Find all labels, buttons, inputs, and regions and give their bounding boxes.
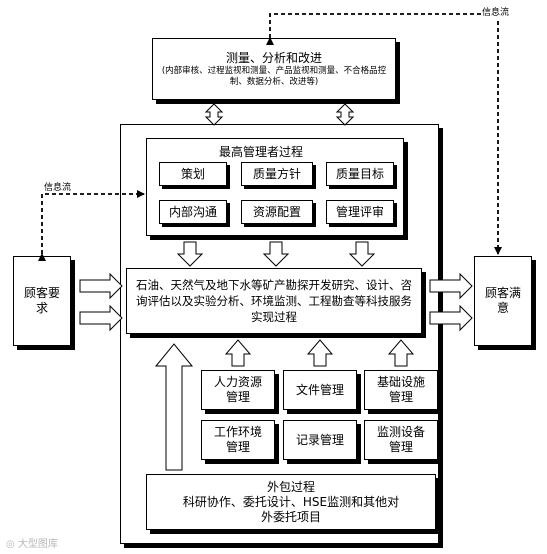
mgmt-item-quality-policy: 质量方针 bbox=[241, 162, 313, 186]
req-to-realization-arrow-1 bbox=[79, 272, 123, 300]
watermark-text: 大型图库 bbox=[17, 539, 58, 550]
mgmt-item-internal-communication: 内部沟通 bbox=[159, 200, 227, 224]
resource-records-label: 记录管理 bbox=[295, 432, 344, 447]
watermark: ◎ 大型图库 bbox=[6, 535, 58, 550]
measurement-box: 测量、分析和改进 (内部审核、过程监视和测量、产品监视和测量、不合格品控制、数据… bbox=[152, 38, 396, 100]
resource-hr-label: 人力资源管理 bbox=[213, 375, 262, 404]
resource-documents: 文件管理 bbox=[283, 370, 357, 410]
mgmt-item-management-review: 管理评审 bbox=[326, 200, 394, 224]
customer-requirement-box: 顾客要求 bbox=[13, 256, 71, 346]
outsourcing-detail: 科研协作、委托设计、HSE监测和其他对外委托项目 bbox=[182, 494, 400, 524]
resource-infrastructure: 基础设施管理 bbox=[364, 370, 438, 410]
outsourcing-box: 外包过程 科研协作、委托设计、HSE监测和其他对外委托项目 bbox=[146, 474, 436, 530]
resource-hr: 人力资源管理 bbox=[201, 370, 275, 410]
customer-satisfaction-box: 顾客满意 bbox=[474, 256, 532, 346]
measure-frame-double-arrow-left bbox=[204, 103, 224, 126]
customer-requirement-label: 顾客要求 bbox=[24, 286, 61, 315]
realization-process-label: 石油、天然气及地下水等矿产勘探开发研究、设计、咨询评估以及实验分析、环境监测、工… bbox=[136, 278, 412, 324]
customer-satisfaction-label: 顾客满意 bbox=[485, 286, 522, 315]
measure-frame-double-arrow-right bbox=[335, 103, 355, 126]
mgmt-item-quality-objectives: 质量目标 bbox=[326, 162, 394, 186]
resource-work-environment: 工作环境管理 bbox=[201, 420, 275, 460]
measurement-title: 测量、分析和改进 bbox=[225, 50, 322, 65]
management-title: 最高管理者过程 bbox=[219, 145, 304, 159]
info-flow-label-left: 信息流 bbox=[44, 180, 72, 193]
resource-monitoring-equipment-label: 监测设备管理 bbox=[376, 425, 425, 454]
resource-work-environment-label: 工作环境管理 bbox=[213, 425, 262, 454]
resource-records: 记录管理 bbox=[283, 420, 357, 460]
req-to-realization-arrow-2 bbox=[79, 304, 123, 332]
mgmt-item-planning: 策划 bbox=[159, 162, 227, 186]
resource-documents-label: 文件管理 bbox=[295, 382, 344, 397]
resource-monitoring-equipment: 监测设备管理 bbox=[364, 420, 438, 460]
measurement-detail: (内部审核、过程监视和测量、产品监视和测量、不合格品控制、数据分析、改进等) bbox=[161, 65, 387, 87]
info-flow-label-top: 信息流 bbox=[482, 5, 510, 18]
realization-process-box: 石油、天然气及地下水等矿产勘探开发研究、设计、咨询评估以及实验分析、环境监测、工… bbox=[126, 268, 422, 334]
watermark-logo-icon: ◎ bbox=[6, 539, 18, 550]
outsourcing-title: 外包过程 bbox=[266, 479, 315, 494]
resource-infrastructure-label: 基础设施管理 bbox=[376, 375, 425, 404]
mgmt-item-resource-allocation: 资源配置 bbox=[241, 200, 313, 224]
